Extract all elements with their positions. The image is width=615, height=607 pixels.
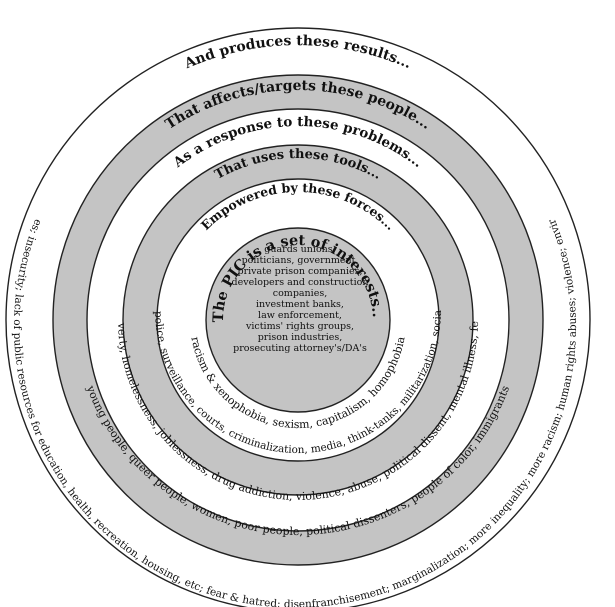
center-line: guards unions, [264, 244, 335, 255]
ring-center [205, 227, 391, 413]
center-line: prosecuting attorney's/DA's [233, 343, 367, 354]
center-line: investment banks, [256, 299, 344, 310]
center-line: politicians, government, [242, 255, 359, 266]
center-list: guards unions, politicians, government, … [232, 244, 369, 354]
center-line: law enforcement, [258, 310, 342, 321]
center-line: private prison companies, [237, 266, 362, 277]
center-line: prison industries, [258, 332, 343, 343]
center-line: victims' rights groups, [245, 321, 354, 332]
center-line: companies, [273, 288, 327, 299]
center-line: developers and construction [232, 277, 369, 288]
